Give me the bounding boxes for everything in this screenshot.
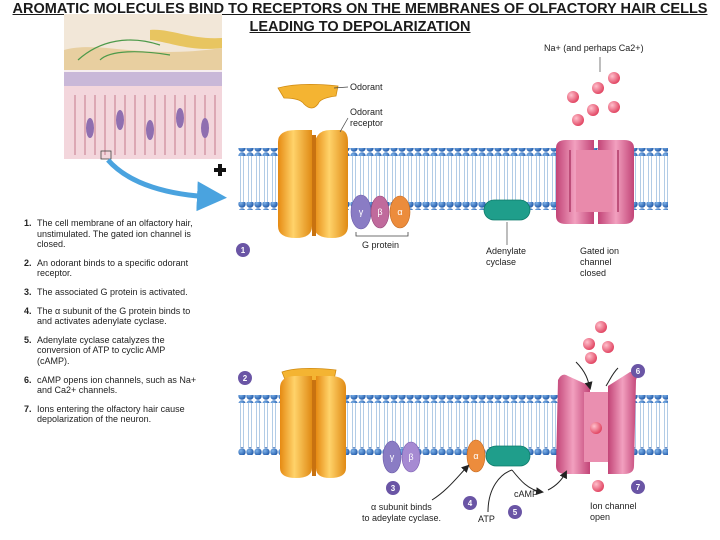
svg-text:6: 6 — [636, 367, 641, 376]
zoom-arrow — [106, 158, 227, 212]
odorant-receptor-label-1: Odorant — [350, 107, 383, 117]
odorant-receptor — [278, 130, 348, 238]
svg-text:7: 7 — [636, 483, 641, 492]
camp-label: cAMP — [514, 489, 538, 499]
alpha-subunit-label: α — [397, 207, 402, 217]
step-item: 6.cAMP opens ion channels, such as Na+ a… — [24, 374, 197, 396]
step-badge-7: 7 — [631, 480, 645, 494]
ion-channel-open-label-2: open — [590, 512, 610, 522]
ion-channel-open-label-1: Ion channel — [590, 501, 637, 511]
step-item: 3.The associated G protein is activated. — [24, 286, 188, 297]
beta-subunit-label-2: β — [408, 452, 413, 462]
step-badge-5: 5 — [508, 505, 522, 519]
odorant-label: Odorant — [350, 82, 383, 92]
odorant-receptor-label-2: receptor — [350, 118, 383, 128]
gamma-subunit-label: γ — [359, 207, 364, 217]
g-protein: γ β α — [350, 194, 411, 230]
step-badge-6: 6 — [631, 364, 645, 378]
sodium-ions-panel-2 — [583, 321, 614, 492]
adenylate-cyclase-label-2: cyclase — [486, 257, 516, 267]
ion-channel-open — [556, 371, 638, 474]
step-item: 5.Adenylate cyclase catalyzes the conver… — [24, 334, 166, 366]
plus-icon — [214, 164, 226, 176]
alpha-adenylate-complex: α — [466, 439, 531, 473]
step-badge-4: 4 — [463, 496, 477, 510]
g-protein-bracket — [355, 232, 409, 237]
alpha-binds-label-1: α subunit binds — [371, 502, 432, 512]
svg-text:3: 3 — [391, 484, 396, 493]
olfactory-epithelium-thumbnail — [64, 14, 222, 160]
svg-text:4: 4 — [468, 499, 473, 508]
alpha-binds-label-2: to adeylate cyclase. — [362, 513, 441, 523]
adenylate-cyclase-label-1: Adenylate — [486, 246, 526, 256]
step-item: 2.An odorant binds to a specific odorant… — [24, 257, 189, 279]
step-item: 7.Ions entering the olfactory hair cause… — [24, 403, 185, 425]
ions-label: Na+ (and perhaps Ca2+) — [544, 43, 644, 53]
g-protein-label: G protein — [362, 240, 399, 250]
sodium-ions-outside — [567, 72, 620, 126]
svg-text:2: 2 — [243, 374, 248, 383]
gamma-subunit-label-2: γ — [390, 452, 395, 462]
beta-subunit-label: β — [377, 207, 382, 217]
steps-list: 1.The cell membrane of an olfactory hair… — [24, 218, 199, 433]
gated-channel-label-1: Gated ion — [580, 246, 619, 256]
gated-channel-label-2: channel — [580, 257, 612, 267]
title-line-1: AROMATIC MOLECULES BIND TO RECEPTORS ON … — [12, 1, 708, 17]
odorant-receptor-bound — [280, 368, 346, 478]
step-badge-2: 2 — [238, 371, 252, 385]
step-item: 1.The cell membrane of an olfactory hair… — [24, 218, 193, 250]
atp-label: ATP — [478, 514, 495, 524]
alpha-subunit-label-2: α — [473, 451, 478, 461]
step-badge-1: 1 — [236, 243, 250, 257]
step-badge-3: 3 — [386, 481, 400, 495]
adenylate-cyclase — [483, 199, 531, 221]
page-title: AROMATIC MOLECULES BIND TO RECEPTORS ON … — [0, 0, 720, 36]
gated-channel-label-3: closed — [580, 268, 606, 278]
svg-text:1: 1 — [241, 246, 246, 255]
ion-channel-closed — [556, 140, 634, 224]
title-line-2: LEADING TO DEPOLARIZATION — [249, 19, 471, 35]
odorant-molecule — [277, 84, 339, 109]
step-item: 4.The α subunit of the G protein binds t… — [24, 305, 191, 327]
svg-text:5: 5 — [513, 508, 518, 517]
g-protein-beta-gamma: γ β — [382, 440, 421, 474]
